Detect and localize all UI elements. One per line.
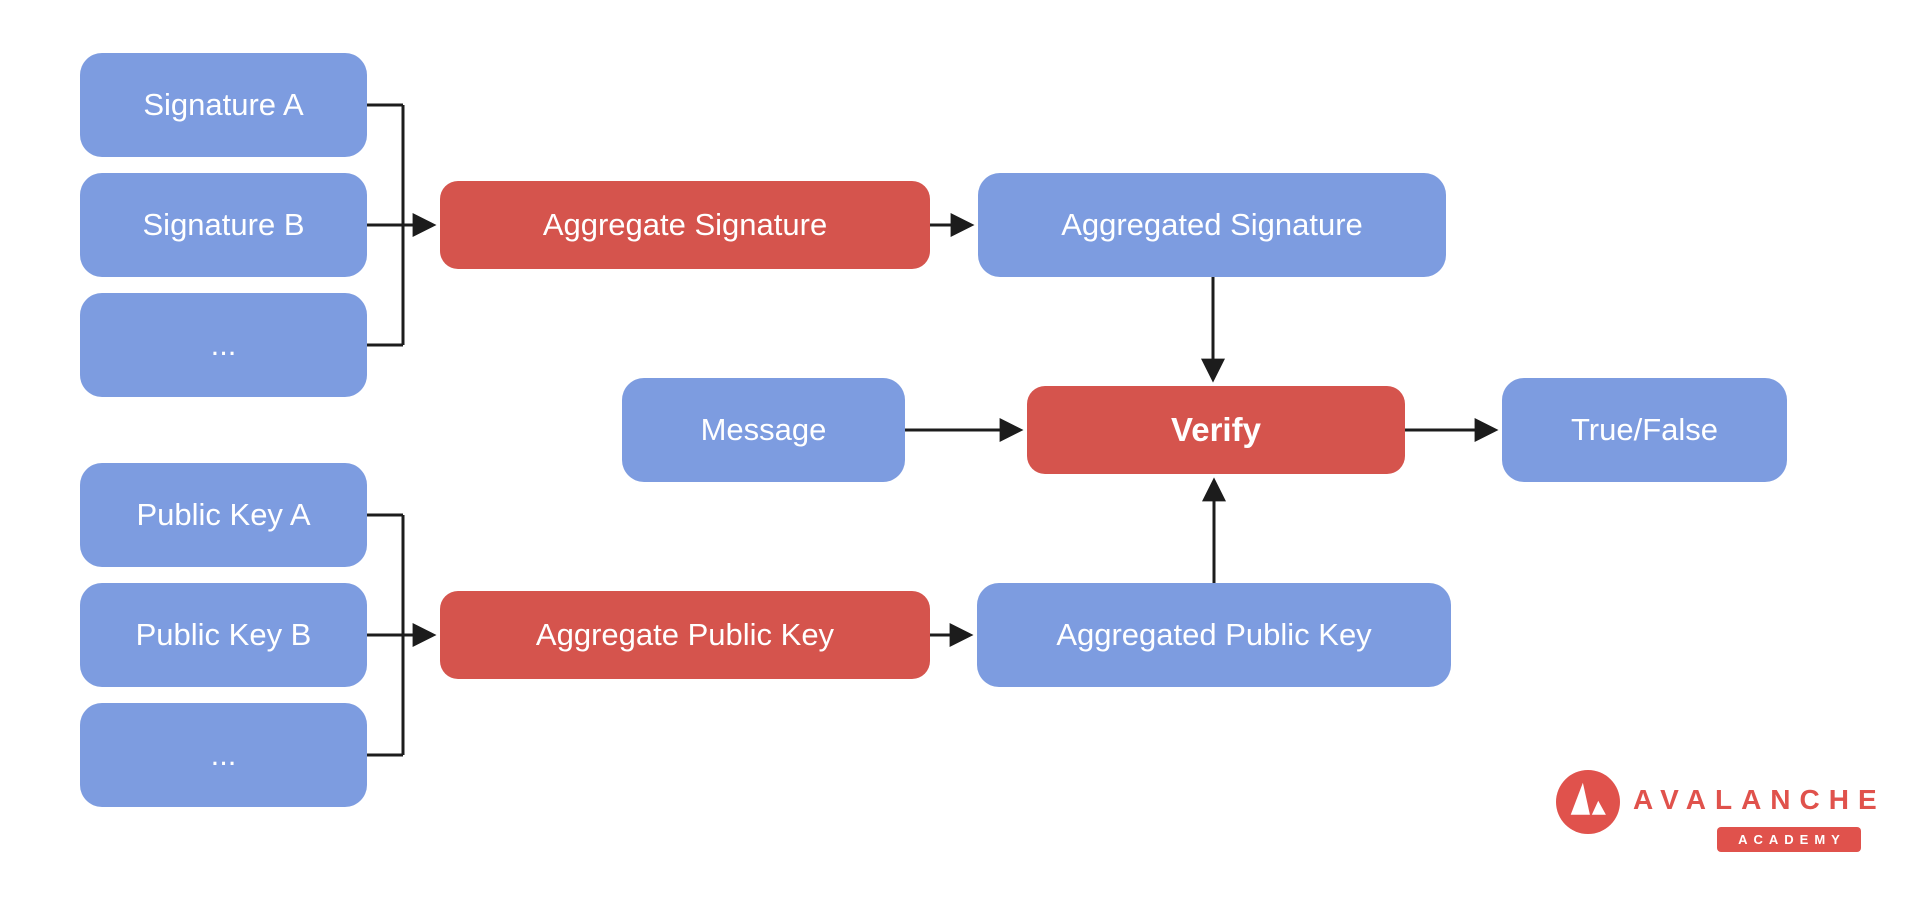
node-true-false-label: True/False (1570, 412, 1718, 447)
node-public-key-ellipsis: ... (80, 703, 367, 807)
node-aggregated-public-key-label: Aggregated Public Key (1056, 617, 1372, 652)
node-verify-label: Verify (1171, 411, 1261, 448)
node-signature-a-label: Signature A (143, 87, 304, 122)
node-aggregate-public-key: Aggregate Public Key (440, 591, 930, 679)
node-public-key-b: Public Key B (80, 583, 367, 687)
node-signature-a: Signature A (80, 53, 367, 157)
node-signature-b: Signature B (80, 173, 367, 277)
node-aggregate-signature-label: Aggregate Signature (542, 207, 828, 242)
node-signature-b-label: Signature B (142, 207, 305, 242)
node-aggregated-public-key: Aggregated Public Key (977, 583, 1451, 687)
academy-badge-label: ACADEMY (1738, 832, 1846, 847)
node-aggregate-public-key-label: Aggregate Public Key (535, 617, 835, 652)
node-public-key-a: Public Key A (80, 463, 367, 567)
node-public-key-a-label: Public Key A (136, 497, 311, 532)
node-true-false: True/False (1502, 378, 1787, 482)
node-aggregated-signature-label: Aggregated Signature (1061, 207, 1363, 242)
node-public-key-b-label: Public Key B (135, 617, 312, 652)
node-aggregate-signature: Aggregate Signature (440, 181, 930, 269)
avalanche-wordmark: AVALANCHE (1633, 784, 1886, 815)
node-verify: Verify (1027, 386, 1405, 474)
node-public-key-ellipsis-label: ... (210, 737, 237, 772)
avalanche-academy-logo: AVALANCHE ACADEMY (1556, 768, 1886, 858)
node-aggregated-signature: Aggregated Signature (978, 173, 1446, 277)
academy-badge: ACADEMY (1717, 827, 1861, 852)
node-message-label: Message (700, 412, 827, 447)
node-signature-ellipsis: ... (80, 293, 367, 397)
node-message: Message (622, 378, 905, 482)
avalanche-logo-icon (1556, 770, 1620, 834)
node-signature-ellipsis-label: ... (210, 327, 237, 362)
